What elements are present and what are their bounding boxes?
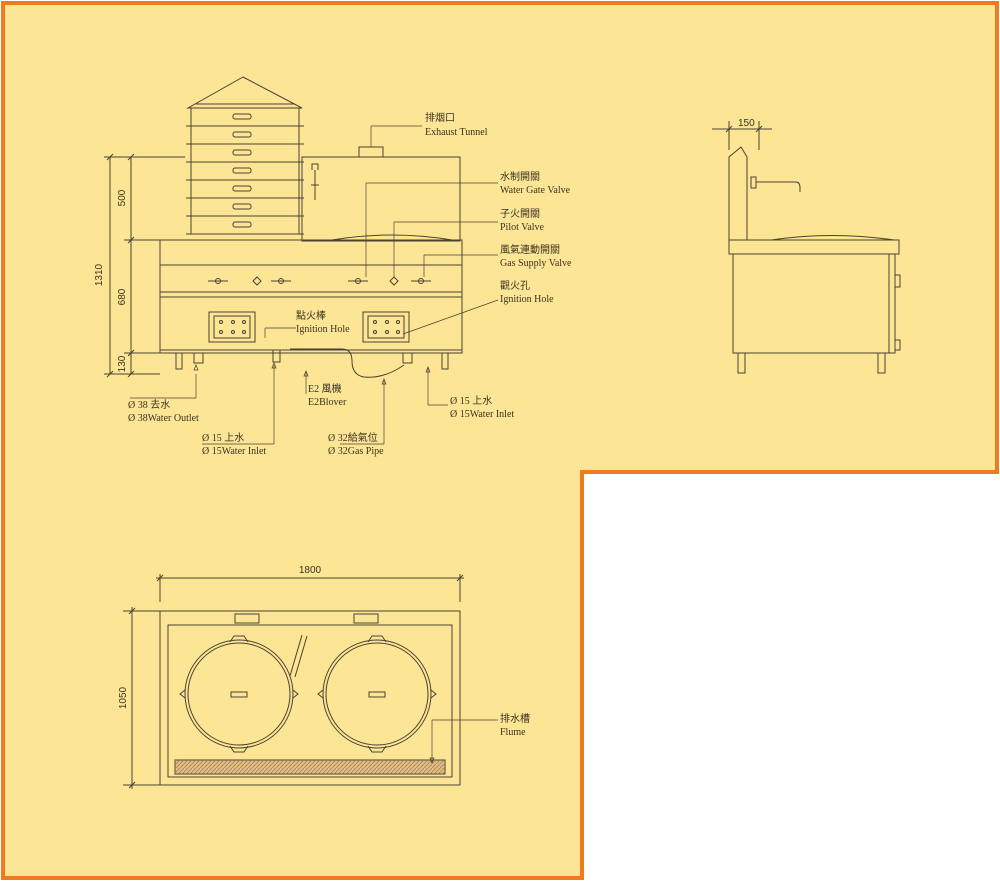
label-gaspipe-cn: Ø 32給氣位 <box>328 431 378 444</box>
dim-total: 1310 <box>94 263 105 286</box>
dim-middle: 680 <box>117 288 128 305</box>
stove-body-front <box>159 146 463 378</box>
dim-top-depth: 1050 <box>118 686 129 709</box>
label-flume-en: Flume <box>500 727 526 738</box>
label-pilot-en: Pilot Valve <box>500 222 545 233</box>
front-dimension-lines <box>104 153 185 378</box>
dim-upper: 500 <box>117 189 128 206</box>
label-flume-cn: 排水槽 <box>500 712 530 725</box>
dim-side-150: 150 <box>738 118 755 129</box>
label-gas-cn: 風氣連動開關 <box>500 243 560 256</box>
dim-lower: 130 <box>117 355 128 372</box>
label-inlet2-cn: Ø 15 上水 <box>450 395 492 407</box>
flume-hatch <box>175 760 445 774</box>
label-water-valve-en: Water Gate Valve <box>500 185 571 196</box>
label-ign-rod-cn: 點火棒 <box>296 309 326 322</box>
dim-top-width: 1800 <box>299 565 322 576</box>
stove-body-side <box>728 146 901 374</box>
flume-leader <box>429 719 498 764</box>
label-water-valve-cn: 水制開關 <box>500 170 540 183</box>
label-ign-rod-en: Ignition Hole <box>296 324 350 335</box>
label-exhaust-en: Exhaust Tunnel <box>425 127 488 138</box>
front-leader-lines <box>130 125 499 445</box>
label-inlet1-cn: Ø 15 上水 <box>202 432 244 444</box>
steamer-stack <box>186 76 304 235</box>
label-gas-en: Gas Supply Valve <box>500 258 572 269</box>
front-view: 1310 500 680 130 <box>94 76 572 457</box>
label-outlet-cn: Ø 38 去水 <box>128 399 170 411</box>
top-dimension-lines <box>123 574 464 789</box>
label-ign-en: Ignition Hole <box>500 294 554 305</box>
side-view: 150 <box>712 118 901 374</box>
side-dimension-lines <box>712 121 772 150</box>
label-inlet2-en: Ø 15Water Inlet <box>450 409 514 420</box>
top-view: 1800 1050 <box>118 565 530 789</box>
label-ign-cn: 觀火孔 <box>500 280 530 292</box>
label-blower-cn: E2 風機 <box>308 382 342 395</box>
label-outlet-en: Ø 38Water Outlet <box>128 413 199 424</box>
label-inlet1-en: Ø 15Water Inlet <box>202 446 266 457</box>
label-exhaust-cn: 排烟口 <box>425 111 455 124</box>
label-blower-en: E2Blover <box>308 397 347 408</box>
label-gaspipe-en: Ø 32Gas Pipe <box>328 446 384 457</box>
label-pilot-cn: 子火開關 <box>500 208 540 220</box>
